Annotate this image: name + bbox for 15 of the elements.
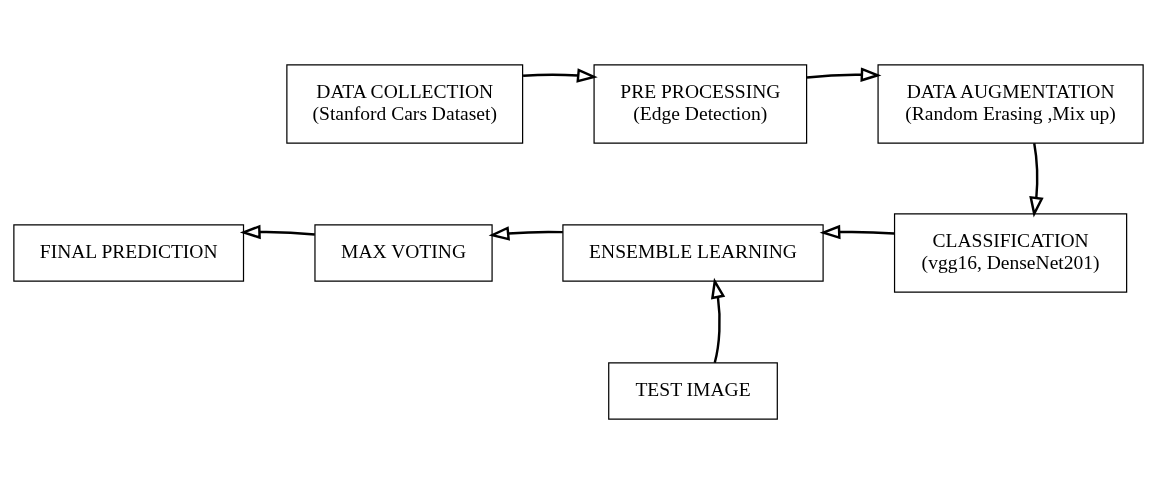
- node-box: CLASSIFICATION (vgg16, DenseNet201): [893, 213, 1128, 293]
- node-box: DATA AUGMENTATION (Random Erasing ,Mix up): [877, 64, 1144, 144]
- node-box: MAX VOTING: [314, 224, 493, 282]
- arrow: [523, 68, 598, 83]
- node-box: FINAL PREDICTION: [13, 224, 245, 282]
- arrow: [806, 67, 882, 82]
- arrow: [819, 224, 895, 240]
- arrow: [710, 277, 726, 363]
- node-box: ENSEMBLE LEARNING: [562, 224, 824, 282]
- node-box: DATA COLLECTION (Stanford Cars Dataset): [286, 64, 524, 144]
- arrow: [488, 226, 563, 241]
- node-box: TEST IMAGE: [608, 362, 778, 420]
- arrow: [1029, 143, 1044, 218]
- arrow: [239, 224, 315, 240]
- node-box: PRE PROCESSING (Edge Detection): [593, 64, 808, 144]
